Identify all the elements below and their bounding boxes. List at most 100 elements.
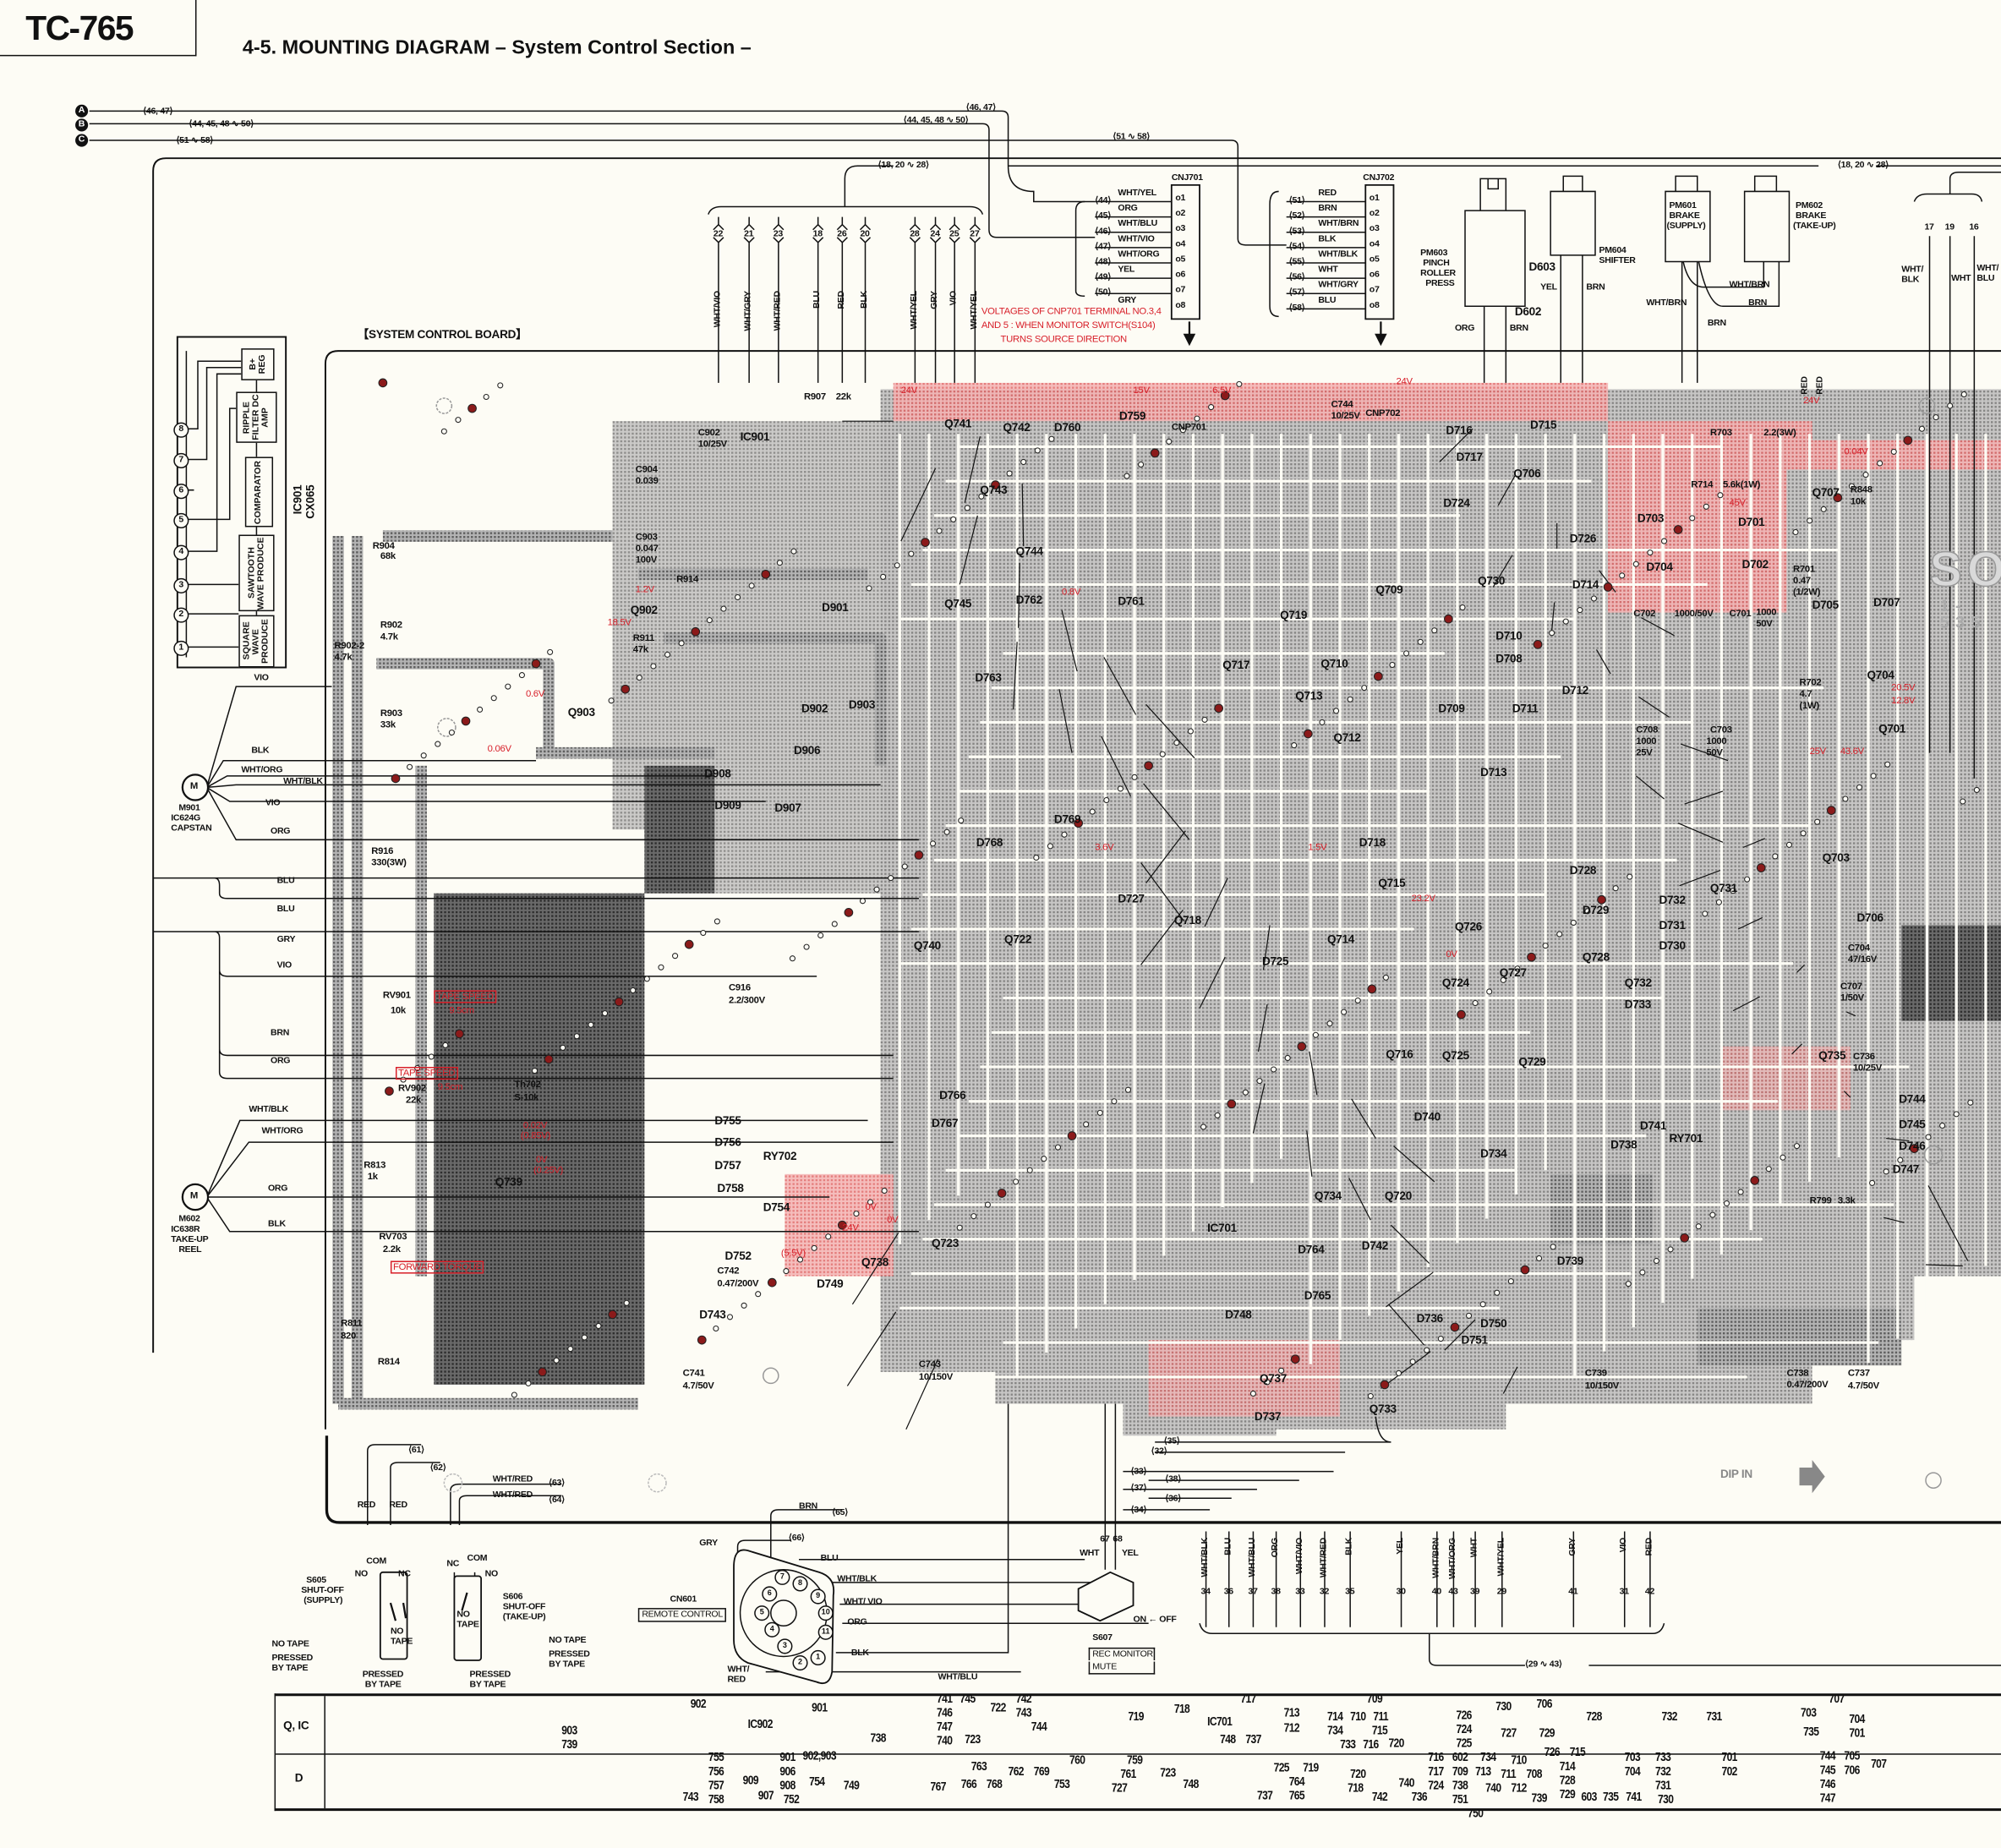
table-cell: 731	[1654, 1779, 1671, 1793]
plunger-label: PINCH	[1423, 259, 1450, 269]
solder-pad	[1124, 473, 1130, 479]
connector-name: CN601	[670, 1595, 697, 1605]
voltage-reading: 18.5V	[607, 616, 631, 628]
bus-group-label: ⟨44, 45, 48 ∿ 50⟩	[189, 119, 254, 129]
solder-pad	[1124, 1086, 1132, 1093]
solder-pad	[1479, 1301, 1486, 1308]
wire-color: WHT/BLK	[283, 777, 323, 786]
solder-pad	[1144, 761, 1153, 771]
watermark-code: 1-535	[1939, 595, 1987, 632]
component-label: Q713	[1295, 689, 1323, 703]
wire-color: BRN	[1748, 298, 1768, 308]
component-label: C902	[697, 426, 720, 438]
plunger-label: PM604	[1599, 246, 1626, 255]
solder-pad	[1626, 873, 1633, 880]
component-label: 0.47	[1792, 574, 1811, 586]
solder-pad	[455, 1029, 464, 1039]
solder-pad	[511, 1391, 517, 1398]
switch-terminal: NO	[354, 1569, 369, 1579]
connector-pin: o7	[1175, 286, 1186, 295]
component-label: D717	[1456, 450, 1483, 463]
rec-monitor-mute-label: REC MONITOR	[1088, 1647, 1156, 1660]
voltage-reading: 0.6V	[525, 687, 545, 700]
switch-state: ON ← OFF	[1133, 1616, 1177, 1625]
component-label: R914	[676, 572, 698, 585]
table-cell: 729	[1539, 1726, 1555, 1741]
voltage-note: AND 5 : WHEN MONITOR SWITCH(S104)	[981, 319, 1156, 331]
voltage-reading: 15V	[1133, 384, 1151, 396]
table-cell: 747	[937, 1720, 953, 1735]
solder-pad	[1967, 1099, 1974, 1106]
wire-number: ⟨50⟩	[1095, 288, 1112, 298]
solder-pad	[1131, 774, 1138, 780]
table-cell: 740	[1485, 1781, 1501, 1796]
wire-color: 68	[1113, 1535, 1123, 1545]
component-label: D711	[1512, 702, 1539, 715]
connector-pin: 6	[762, 1586, 778, 1602]
component-label: Q729	[1518, 1055, 1546, 1069]
solder-pad	[1486, 988, 1493, 995]
voltage-reading: 1.5V	[1308, 840, 1327, 853]
component-label: D729	[1582, 903, 1610, 916]
solder-pad	[825, 1233, 832, 1240]
solder-pad	[1536, 1255, 1543, 1262]
plunger-label: BRAKE	[1669, 211, 1700, 221]
solder-pad	[448, 729, 455, 736]
wire-color: RED	[1801, 376, 1810, 395]
component-label: 2.2(3W)	[1763, 426, 1796, 438]
component-label: D751	[1461, 1333, 1488, 1347]
table-cell: 712	[1283, 1721, 1300, 1736]
ic-block-label: SAWTOOTH WAVE PRODUCE	[247, 536, 265, 610]
solder-pad	[1680, 1233, 1690, 1243]
voltage-reading: 23.2V	[1411, 892, 1435, 904]
table-cell: 734	[1326, 1724, 1343, 1739]
solder-pad	[1603, 582, 1613, 592]
connector-pin: o8	[1369, 301, 1380, 310]
voltage-reading: 24V	[1803, 394, 1820, 407]
component-label: R799	[1809, 1194, 1832, 1206]
component-label: Q727	[1499, 965, 1527, 979]
table-cell: 745	[1819, 1763, 1836, 1778]
solder-pad	[1619, 572, 1626, 579]
component-label: D758	[717, 1181, 744, 1195]
component-label: D740	[1413, 1110, 1441, 1124]
wire-color: ORG	[271, 1056, 291, 1066]
component-label: D703	[1637, 511, 1665, 525]
table-cell: 734	[1480, 1751, 1496, 1765]
solder-pad	[1034, 447, 1041, 454]
solder-pad	[1903, 435, 1913, 446]
solder-pad	[1459, 604, 1466, 611]
switch-state: NO TAPE	[549, 1636, 587, 1645]
component-label: D754	[763, 1200, 790, 1214]
table-cell: IC701	[1207, 1714, 1233, 1730]
solder-pad	[1570, 919, 1577, 926]
table-cell: 724	[1428, 1779, 1444, 1793]
solder-pad	[817, 932, 824, 939]
solder-pad	[1527, 952, 1536, 962]
solder-pad	[1236, 380, 1243, 387]
wire-number: ⟨38⟩	[1165, 1475, 1182, 1484]
table-cell: 757	[708, 1779, 724, 1793]
connector-pin: o3	[1175, 224, 1186, 234]
wire-color: YEL	[1540, 283, 1557, 293]
ic-pin: 2	[173, 607, 189, 623]
table-cell: 726	[1456, 1709, 1472, 1723]
component-label: C744	[1331, 397, 1353, 410]
solder-pad	[1842, 796, 1849, 802]
component-label: 4.7k	[334, 650, 353, 663]
solder-pad	[1361, 685, 1368, 692]
voltage-reading: 43.6V	[1840, 745, 1864, 757]
voltage-reading: 0.04V	[1844, 445, 1868, 457]
solder-pad	[901, 863, 908, 870]
switch-terminal: COM	[366, 1556, 387, 1566]
adjustment-label: TAPE SPEED	[395, 1067, 458, 1080]
component-label: 47k	[632, 642, 648, 655]
component-label: D710	[1495, 629, 1523, 642]
table-cell: 706	[1536, 1697, 1553, 1712]
table-cell: 724	[1456, 1722, 1472, 1737]
solder-pad	[776, 560, 783, 566]
component-label: Q709	[1375, 582, 1403, 596]
solder-pad	[1437, 1336, 1444, 1342]
component-label: R907	[804, 390, 826, 402]
solder-pad	[1194, 415, 1200, 422]
